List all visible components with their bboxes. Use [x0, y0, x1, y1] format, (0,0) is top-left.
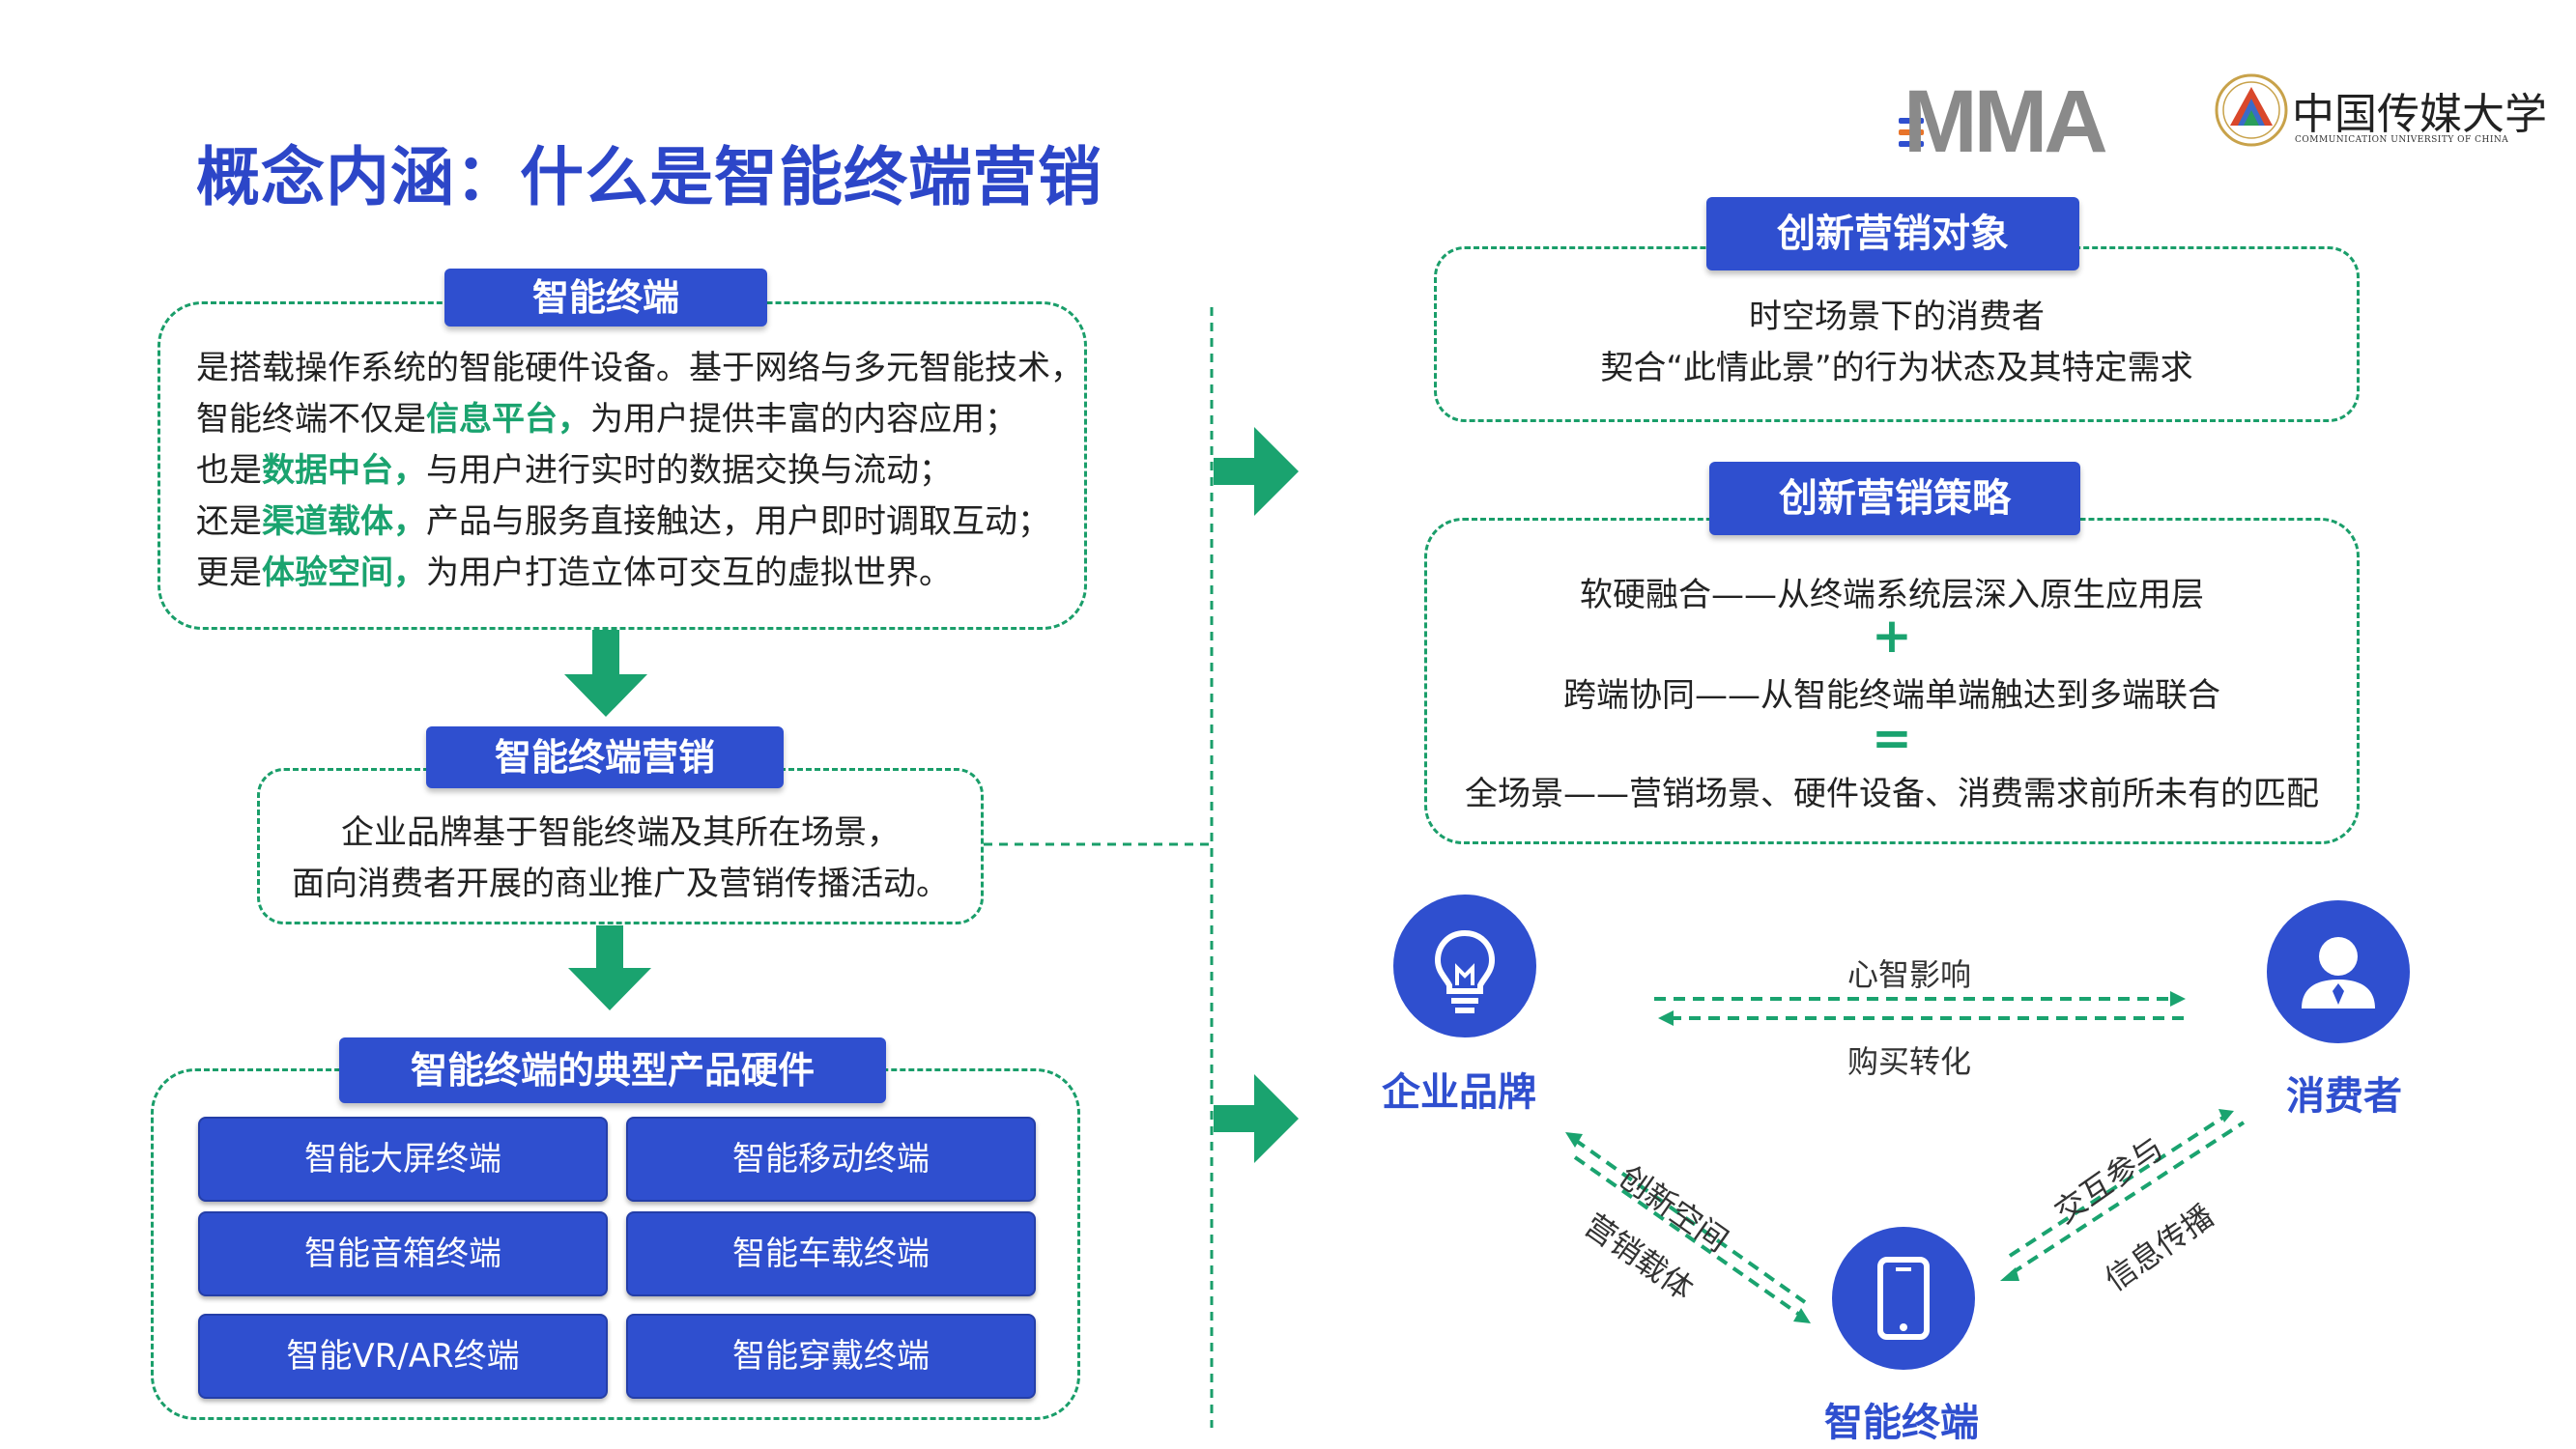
plus-sign: + — [1872, 608, 1912, 664]
marketing-line-1: 企业品牌基于智能终端及其所在场景， — [341, 813, 900, 852]
terminal-tag: 智能终端 — [444, 269, 767, 327]
strategy-line-2: 跨端协同——从智能终端单端触达到多端联合 — [1563, 676, 2220, 715]
terminal-line-4: 还是渠道载体，产品与服务直接触达，用户即时调取互动； — [196, 502, 1050, 541]
product-smart-vr-ar: 智能VR/AR终端 — [198, 1314, 608, 1399]
marketing-line-2: 面向消费者开展的商业推广及营销传播活动。 — [292, 865, 949, 903]
object-line-1: 时空场景下的消费者 — [1749, 298, 2045, 336]
object-text: 时空场景下的消费者 契合“此情此景”的行为状态及其特定需求 — [1434, 292, 2360, 394]
cuc-logo-name: 中国传媒大学 — [2292, 90, 2547, 139]
object-tag: 创新营销对象 — [1706, 197, 2079, 270]
page-title: 概念内涵：什么是智能终端营销 — [196, 140, 1102, 214]
terminal-line-1: 是搭载操作系统的智能硬件设备。基于网络与多元智能技术， — [196, 349, 1083, 387]
mma-logo: MMA — [1903, 72, 2108, 171]
product-smart-vehicle: 智能车载终端 — [626, 1211, 1036, 1296]
strategy-line-3: 全场景——营销场景、硬件设备、消费需求前所未有的匹配 — [1465, 775, 2319, 813]
equals-sign: = — [1872, 710, 1912, 766]
object-line-2: 契合“此情此景”的行为状态及其特定需求 — [1600, 349, 2193, 387]
down-arrow-icon — [568, 925, 651, 1010]
brand-label: 企业品牌 — [1382, 1070, 1536, 1115]
smartphone-icon — [1877, 1257, 1930, 1340]
terminal-line-5: 更是体验空间，为用户打造立体可交互的虚拟世界。 — [196, 554, 952, 592]
terminal-node — [1832, 1227, 1975, 1370]
user-icon — [2302, 937, 2375, 1009]
product-smart-screen: 智能大屏终端 — [198, 1117, 608, 1202]
mind-influence-label: 心智影响 — [1847, 956, 1972, 993]
product-smart-speaker: 智能音箱终端 — [198, 1211, 608, 1296]
products-tag: 智能终端的典型产品硬件 — [339, 1037, 886, 1103]
mma-logo-bars — [1899, 118, 1924, 153]
strategy-tag: 创新营销策略 — [1709, 462, 2080, 535]
terminal-label: 智能终端 — [1824, 1401, 1979, 1445]
right-arrow-icon — [1214, 1074, 1299, 1163]
down-arrow-icon — [564, 630, 647, 717]
consumer-node — [2267, 900, 2410, 1043]
brand-node — [1393, 895, 1536, 1037]
cuc-emblem-icon — [2215, 73, 2288, 147]
purchase-conversion-label: 购买转化 — [1847, 1043, 1972, 1080]
marketing-tag: 智能终端营销 — [426, 726, 784, 788]
cuc-logo-english: COMMUNICATION UNIVERSITY OF CHINA — [2295, 135, 2509, 145]
strategy-line-1: 软硬融合——从终端系统层深入原生应用层 — [1580, 576, 2204, 614]
lightbulb-icon — [1434, 929, 1496, 1013]
consumer-label: 消费者 — [2286, 1074, 2402, 1119]
right-arrow-icon — [1214, 427, 1299, 516]
product-smart-wearable: 智能穿戴终端 — [626, 1314, 1036, 1399]
terminal-line-2: 智能终端不仅是信息平台，为用户提供丰富的内容应用； — [196, 400, 1017, 439]
terminal-line-3: 也是数据中台，与用户进行实时的数据交换与流动； — [196, 451, 952, 490]
marketing-definition-text: 企业品牌基于智能终端及其所在场景， 面向消费者开展的商业推广及营销传播活动。 — [257, 808, 984, 910]
product-smart-mobile: 智能移动终端 — [626, 1117, 1036, 1202]
terminal-definition-text: 是搭载操作系统的智能硬件设备。基于网络与多元智能技术， 智能终端不仅是信息平台，… — [196, 343, 1083, 599]
